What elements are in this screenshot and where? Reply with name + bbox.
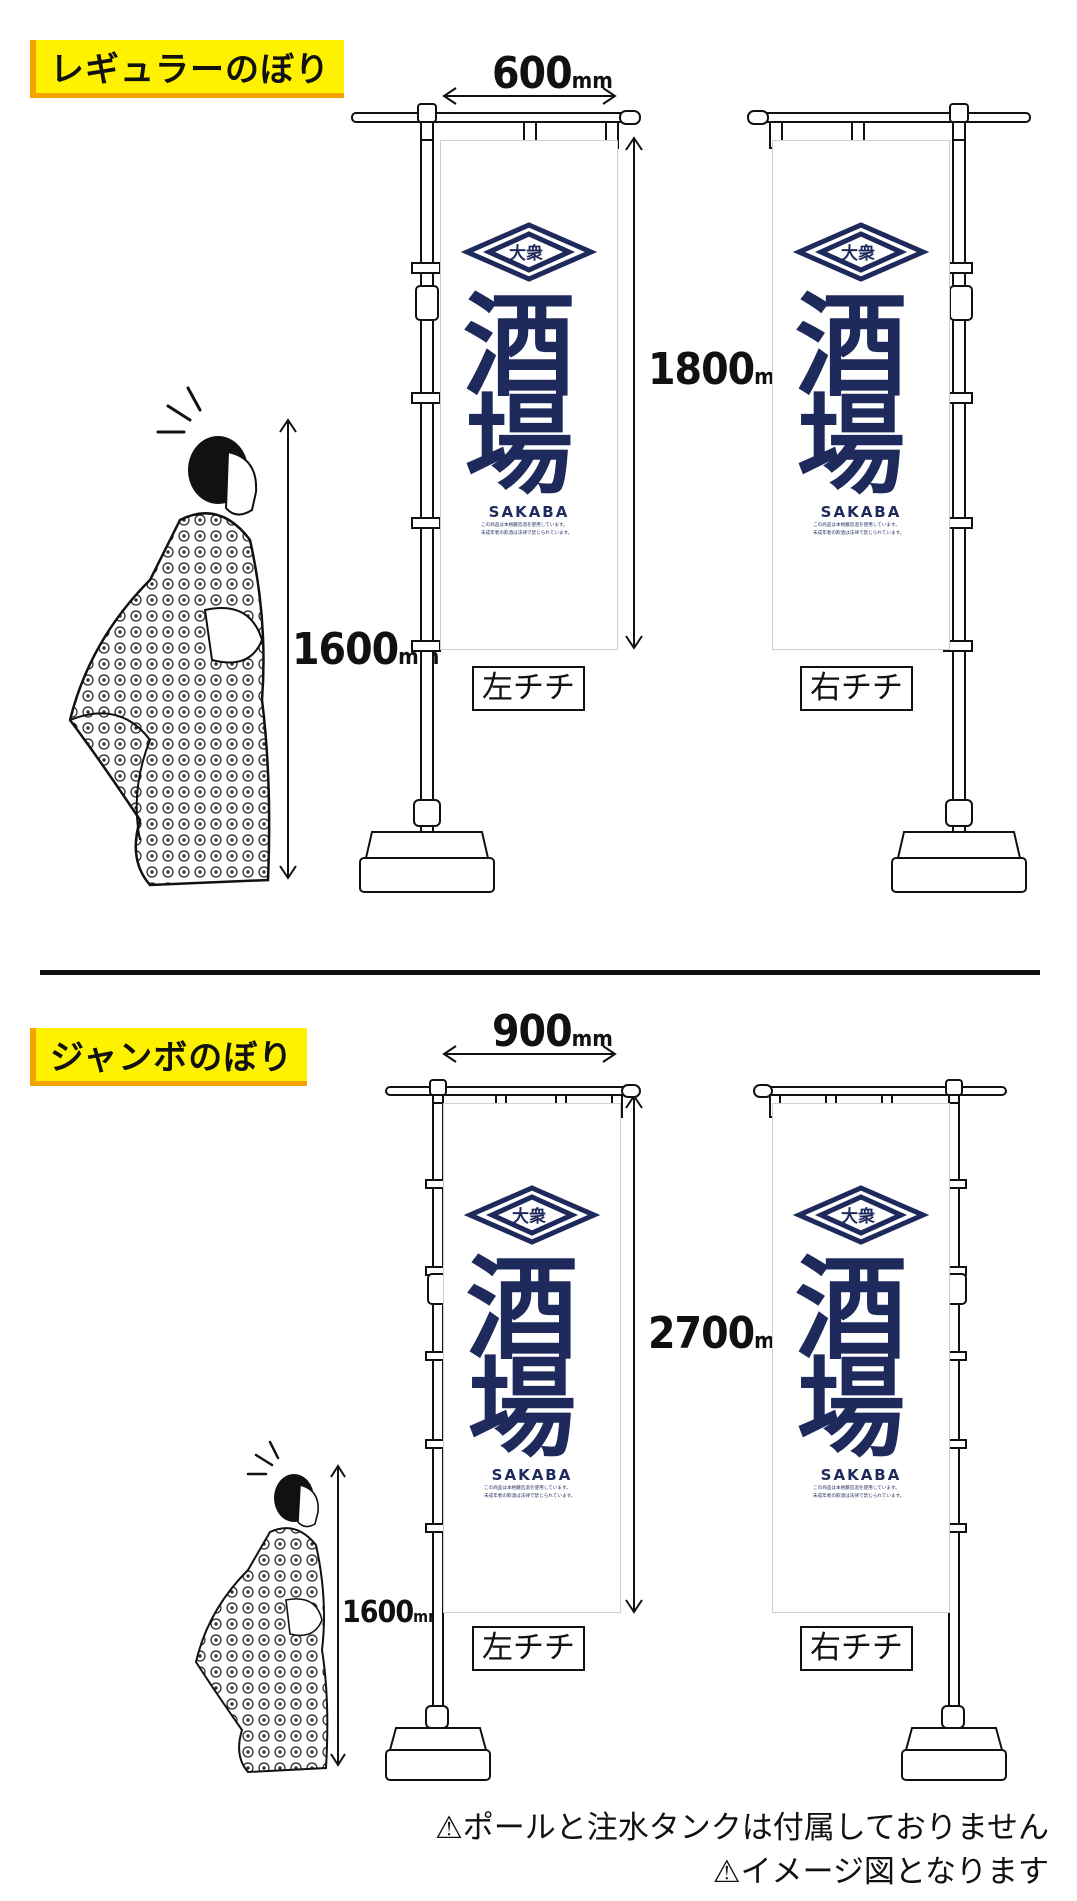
- regular-right-fine-print-2: 未成年者の飲酒は法律で禁じられています。: [813, 531, 905, 536]
- jumbo-width-label: 900mm: [492, 1010, 613, 1054]
- regular-right-kanji-top: 酒: [795, 282, 907, 412]
- jumbo-width-unit: mm: [571, 1027, 613, 1052]
- regular-right-side-label: 右チチ: [800, 666, 913, 712]
- regular-right-banner-cloth: 大衆 酒 場 SAKABA この商品は本格醸造酒を使用しています。 未成年者の飲…: [772, 140, 950, 650]
- regular-left-fine-print-2: 未成年者の飲酒は法律で禁じられています。: [481, 531, 573, 536]
- jumbo-left-romaji: SAKABA: [491, 1466, 573, 1484]
- note-image-only: ⚠イメージ図となります: [712, 1854, 1049, 1890]
- regular-right-emblem: [792, 222, 930, 282]
- regular-left-kanji-top: 酒: [463, 282, 575, 412]
- jumbo-left-fine-print-1: この商品は本格醸造酒を使用しています。: [484, 1486, 571, 1491]
- regular-section-title: レギュラーのぼり: [30, 40, 344, 98]
- jumbo-left-side-label: 左チチ: [472, 1626, 585, 1672]
- jumbo-right-banner-cloth: 大衆 酒 場 SAKABA この商品は本格醸造酒を使用しています。 未成年者の飲…: [772, 1103, 950, 1613]
- regular-left-banner-cloth: 大衆 酒 場 SAKABA この商品は本格醸造酒を使用しています。 未成年者の飲…: [440, 140, 618, 650]
- jumbo-right-fine-print-1: この商品は本格醸造酒を使用しています。: [813, 1486, 900, 1491]
- jumbo-right-kanji-bottom: 場: [797, 1347, 906, 1472]
- note-pole-not-included: ⚠ポールと注水タンクは付属しておりません: [435, 1810, 1049, 1846]
- regular-height-value: 1800: [648, 344, 755, 395]
- regular-left-kanji-bottom: 場: [465, 384, 574, 509]
- regular-right-emblem-text: 大衆: [841, 244, 875, 264]
- regular-left-emblem-text: 大衆: [509, 244, 543, 264]
- regular-width-label: 600mm: [492, 52, 613, 96]
- jumbo-left-emblem-text: 大衆: [512, 1207, 546, 1227]
- jumbo-person-height-value: 1600: [342, 1595, 414, 1630]
- jumbo-left-fine-print-2: 未成年者の飲酒は法律で禁じられています。: [484, 1494, 576, 1499]
- jumbo-person-attention-marks: [246, 1440, 280, 1476]
- regular-person-height-value: 1600: [292, 624, 399, 675]
- regular-width-unit: mm: [571, 69, 613, 94]
- regular-right-fine-print-1: この商品は本格醸造酒を使用しています。: [813, 523, 900, 528]
- regular-left-emblem: [460, 222, 598, 282]
- regular-left-fine-print-1: この商品は本格醸造酒を使用しています。: [481, 523, 568, 528]
- jumbo-section-title: ジャンボのぼり: [30, 1028, 308, 1086]
- jumbo-width-value: 900: [492, 1006, 573, 1057]
- regular-width-value: 600: [492, 48, 573, 99]
- regular-right-romaji: SAKABA: [820, 503, 902, 521]
- jumbo-right-fine-print-2: 未成年者の飲酒は法律で禁じられています。: [813, 1494, 905, 1499]
- jumbo-left-kanji-bottom: 場: [468, 1347, 577, 1472]
- regular-right-kanji-bottom: 場: [797, 384, 906, 509]
- jumbo-left-kanji-top: 酒: [466, 1245, 578, 1375]
- jumbo-right-emblem-text: 大衆: [841, 1207, 875, 1227]
- jumbo-left-emblem: [463, 1185, 601, 1245]
- regular-person-attention-marks: [156, 386, 202, 434]
- regular-left-side-label: 左チチ: [472, 666, 585, 712]
- regular-left-romaji: SAKABA: [488, 503, 570, 521]
- jumbo-right-kanji-top: 酒: [795, 1245, 907, 1375]
- jumbo-left-banner-cloth: 大衆 酒 場 SAKABA この商品は本格醸造酒を使用しています。 未成年者の飲…: [443, 1103, 621, 1613]
- jumbo-height-value: 2700: [648, 1308, 755, 1359]
- section-divider: [40, 970, 1040, 975]
- jumbo-right-side-label: 右チチ: [800, 1626, 913, 1672]
- jumbo-right-romaji: SAKABA: [820, 1466, 902, 1484]
- jumbo-right-emblem: [792, 1185, 930, 1245]
